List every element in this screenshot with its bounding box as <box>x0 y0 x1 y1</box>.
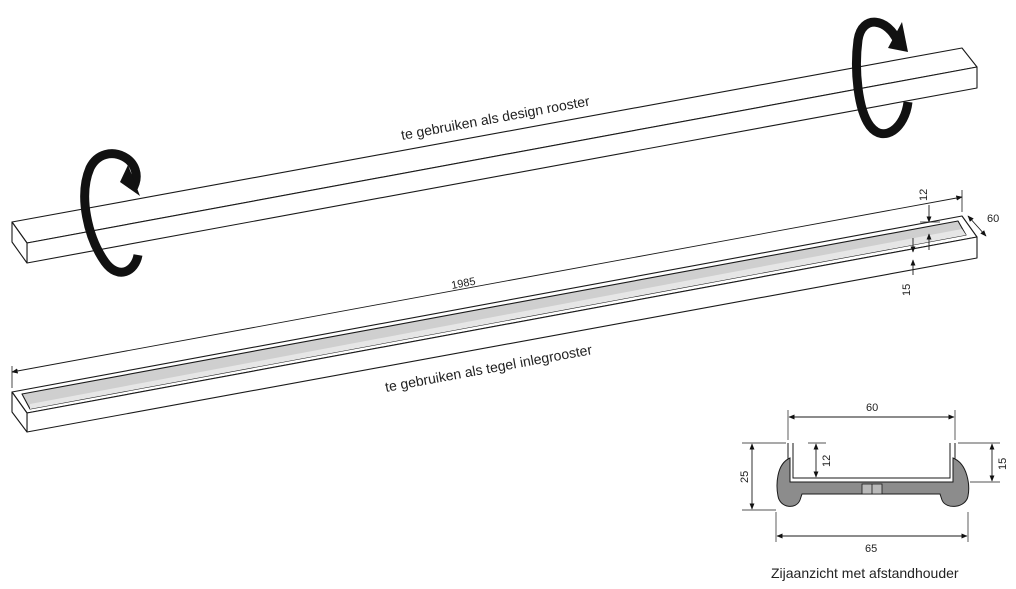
side-total-height-dimension <box>742 442 786 511</box>
side-view-caption: Zijaanzicht met afstandhouder <box>771 565 959 581</box>
side-bottom-width-dimension <box>775 512 969 542</box>
width-dimension <box>967 215 987 237</box>
side-bottom-width-value: 65 <box>865 543 877 555</box>
side-inner-height-value: 12 <box>821 455 833 467</box>
side-view-profile <box>776 443 970 507</box>
side-height-dimension <box>958 442 1000 483</box>
tile-grate-channel <box>11 215 978 433</box>
side-height-value: 15 <box>997 458 1009 470</box>
rotate-arrow-right-icon <box>852 17 913 139</box>
width-value: 60 <box>987 213 999 225</box>
length-value: 1985 <box>450 276 476 292</box>
outer-depth-value: 15 <box>901 284 913 296</box>
side-inner-height-dimension <box>808 442 826 479</box>
inner-depth-dimension <box>920 205 940 250</box>
design-grate-bar <box>11 47 978 264</box>
side-total-height-value: 25 <box>739 471 751 483</box>
side-top-width-dimension <box>787 410 956 440</box>
side-top-width-value: 60 <box>866 402 878 414</box>
length-dimension <box>11 190 963 388</box>
inner-depth-value: 12 <box>918 189 930 201</box>
